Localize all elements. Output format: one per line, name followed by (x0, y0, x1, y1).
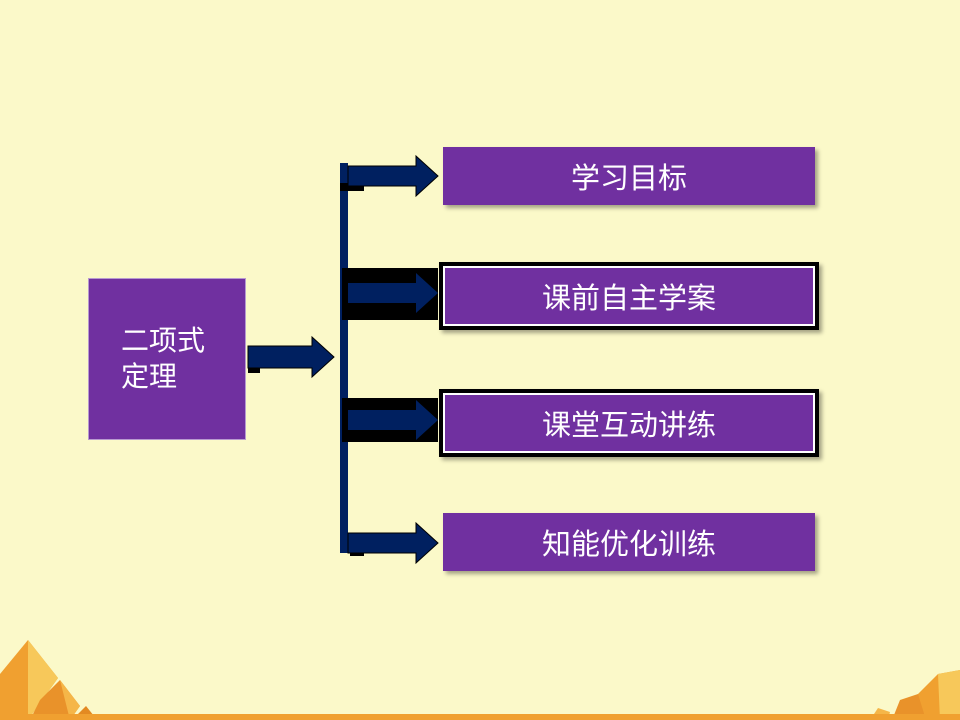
bracket-line (340, 163, 348, 553)
menu-item-label: 课前自主学案 (541, 281, 716, 315)
bottom-stripe (0, 714, 960, 720)
arrow-1 (347, 154, 439, 198)
topic-text: 二项式 定理 (121, 323, 205, 395)
bracket-foot-top (340, 183, 364, 191)
topic-arrow (247, 335, 335, 379)
arrow-3 (342, 398, 438, 442)
topic-box: 二项式 定理 (88, 278, 246, 440)
menu-item-skill-training[interactable]: 知能优化训练 (443, 513, 815, 571)
menu-item-label: 学习目标 (570, 161, 687, 195)
arrow-2 (342, 268, 438, 320)
decor-left (0, 640, 94, 720)
menu-item-label: 知能优化训练 (541, 527, 716, 561)
menu-item-preview-lesson[interactable]: 课前自主学案 (439, 262, 819, 330)
decor-right (870, 670, 960, 720)
topic-line-2: 定理 (121, 360, 178, 393)
menu-item-label: 课堂互动讲练 (541, 408, 716, 442)
menu-item-study-goals[interactable]: 学习目标 (443, 147, 815, 205)
arrow-4 (347, 521, 439, 565)
menu-item-classroom-practice[interactable]: 课堂互动讲练 (439, 389, 819, 457)
topic-line-1: 二项式 (121, 324, 206, 357)
